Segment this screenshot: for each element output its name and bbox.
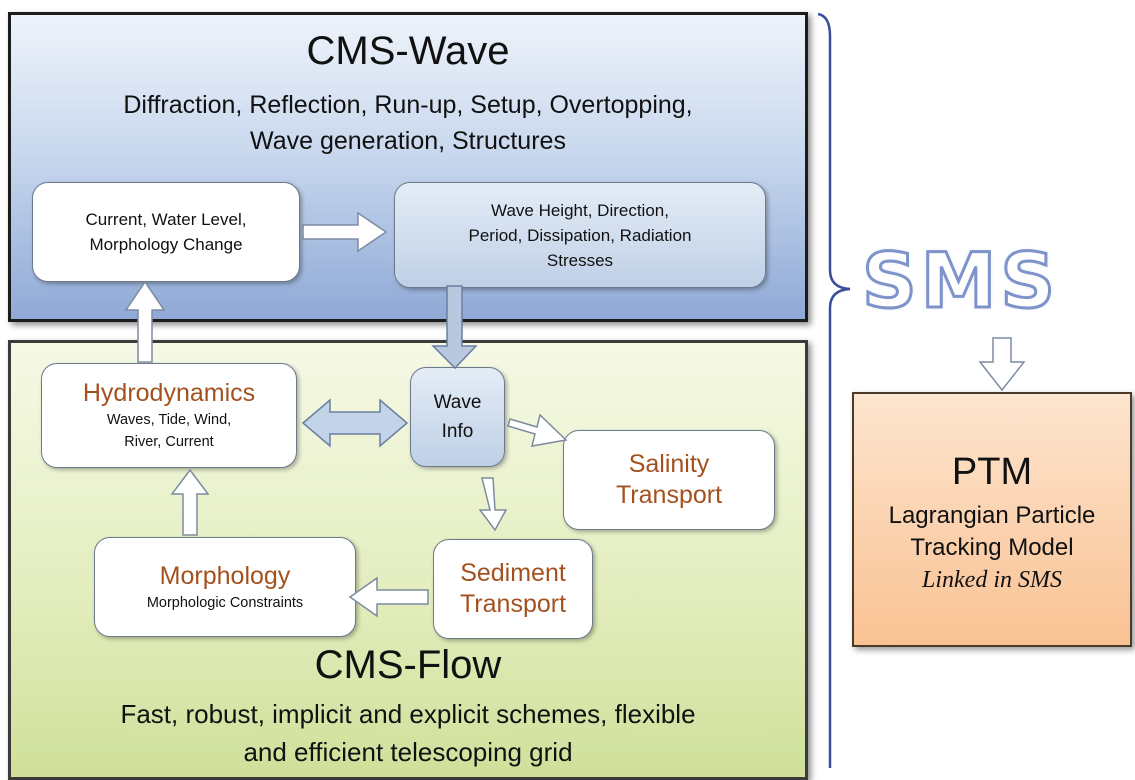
salinity-line2: Transport [615, 481, 723, 509]
wave-height-box-line1: Wave Height, Direction, [491, 200, 669, 220]
arrow-waveinfo-to-salinity [507, 413, 568, 447]
arrow-sediment-to-morphology [348, 576, 429, 618]
current-box-line2: Morphology Change [89, 235, 243, 254]
hydrodynamics-line1: Waves, Tide, Wind, [106, 412, 232, 428]
salinity-transport-box: Salinity Transport [563, 430, 775, 530]
ptm-line2: Tracking Model [910, 533, 1074, 561]
arrow-sms-to-ptm [978, 337, 1026, 392]
arrow-current-to-waveheight [302, 211, 388, 253]
arrow-hydro-to-current [124, 280, 166, 363]
cms-flow-title: CMS-Flow [314, 643, 502, 687]
sediment-transport-box: Sediment Transport [433, 539, 593, 639]
wave-height-box-line3: Stresses [546, 250, 614, 270]
morphology-heading: Morphology [159, 561, 291, 590]
hydrodynamics-box: Hydrodynamics Waves, Tide, Wind, River, … [41, 363, 297, 468]
cms-wave-panel: CMS-Wave Diffraction, Reflection, Run-up… [8, 12, 808, 322]
cms-flow-panel: Hydrodynamics Waves, Tide, Wind, River, … [8, 340, 808, 780]
grouping-bracket [817, 12, 851, 768]
wave-info-line1: Wave [433, 392, 482, 413]
arrow-morphology-to-hydro [170, 468, 210, 536]
wave-height-direction-box: Wave Height, Direction, Period, Dissipat… [394, 182, 766, 288]
wave-info-box: Wave Info [410, 367, 505, 467]
arrow-hydro-waveinfo-bidirectional [301, 398, 409, 448]
ptm-linked: Linked in SMS [922, 566, 1062, 593]
cms-flow-description-line1: Fast, robust, implicit and explicit sche… [120, 699, 696, 729]
sediment-line1: Sediment [460, 559, 566, 587]
salinity-line1: Salinity [628, 450, 710, 478]
wave-height-box-line2: Period, Dissipation, Radiation [468, 225, 692, 245]
hydrodynamics-heading: Hydrodynamics [82, 379, 256, 407]
arrow-waveinfo-to-sediment [478, 477, 508, 532]
ptm-title: PTM [951, 450, 1033, 493]
current-water-level-box: Current, Water Level, Morphology Change [32, 182, 300, 282]
arrow-waveheight-to-waveinfo [431, 285, 478, 370]
sms-logo: SMS [861, 235, 1060, 327]
cms-flow-description-line2: and efficient telescoping grid [243, 737, 573, 767]
current-box-line1: Current, Water Level, [85, 210, 247, 229]
ptm-box: PTM Lagrangian Particle Tracking Model L… [852, 392, 1132, 647]
cms-wave-description-line1: Diffraction, Reflection, Run-up, Setup, … [123, 91, 693, 119]
morphology-box: Morphology Morphologic Constraints [94, 537, 356, 637]
sediment-line2: Transport [459, 590, 567, 618]
ptm-line1: Lagrangian Particle [888, 501, 1096, 529]
cms-wave-title: CMS-Wave [306, 29, 510, 73]
cms-wave-description-line2: Wave generation, Structures [250, 127, 566, 155]
morphology-sub: Morphologic Constraints [146, 594, 304, 611]
wave-info-line2: Info [441, 421, 474, 442]
hydrodynamics-line2: River, Current [124, 434, 214, 450]
